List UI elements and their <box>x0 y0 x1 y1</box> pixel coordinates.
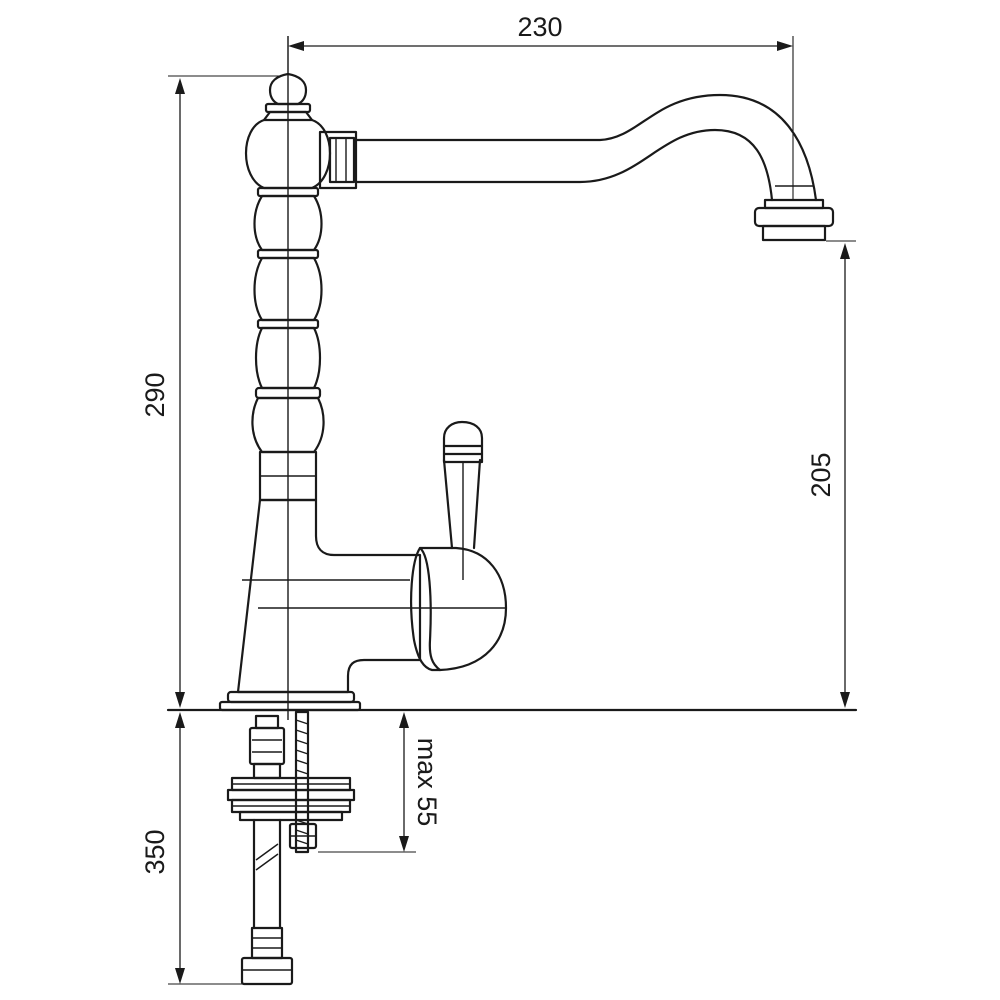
dimension-205-label: 205 <box>806 452 836 497</box>
mounting-assembly <box>226 710 356 986</box>
dimension-290-label: 290 <box>140 372 170 417</box>
dimension-350-label: 350 <box>140 829 170 874</box>
dimension-290: 290 <box>140 75 280 708</box>
dimension-max-55-label: max 55 <box>412 738 442 827</box>
dimension-230-label: 230 <box>517 12 562 42</box>
faucet-base <box>218 498 422 712</box>
spout <box>318 93 835 242</box>
dimension-205: 205 <box>806 240 856 708</box>
dimension-350: 350 <box>140 712 250 985</box>
dimension-230: 230 <box>287 12 794 200</box>
mixer-handle <box>258 420 508 672</box>
dimension-max-55: max 55 <box>318 712 442 853</box>
rod-thread <box>295 719 309 845</box>
